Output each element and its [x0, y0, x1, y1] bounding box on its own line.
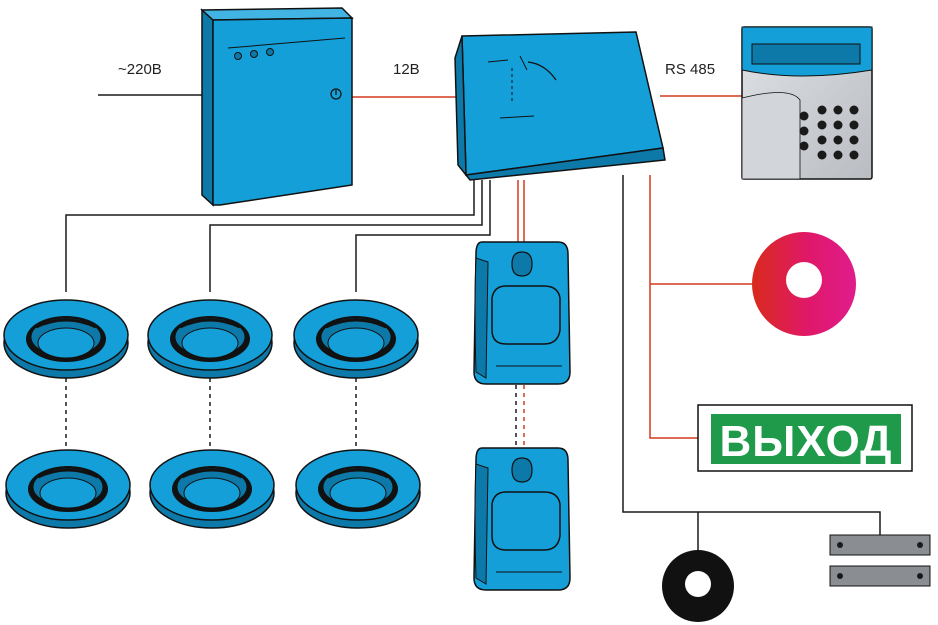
acoustic-detector-disc — [662, 550, 734, 622]
lock-icon — [330, 88, 342, 100]
wiring — [65, 94, 881, 555]
pir-motion-detector — [473, 447, 571, 591]
keypad-key — [833, 150, 843, 160]
keypad-key — [849, 150, 859, 160]
keypad-key — [833, 120, 843, 130]
smoke-loop-3-wire — [355, 180, 491, 292]
dc-voltage-label: 12В — [393, 61, 420, 78]
smoke-detector — [292, 298, 420, 380]
pir-motion-detectors — [473, 241, 571, 591]
keypad-key — [799, 126, 809, 136]
keypad-key — [817, 105, 827, 115]
smoke-loop-1-wire — [65, 180, 475, 292]
keypad-key — [817, 150, 827, 160]
smoke-detector — [2, 298, 130, 380]
control-panel-box — [454, 31, 666, 181]
keypad-terminal — [741, 26, 873, 180]
keypad-key — [849, 105, 859, 115]
keypad-key — [817, 120, 827, 130]
keypad-display — [751, 43, 861, 65]
keypad-key — [833, 135, 843, 145]
power-supply-box — [200, 7, 354, 207]
door-contact-wire — [622, 175, 881, 535]
exit-light-sign: ВЫХОД — [697, 404, 913, 472]
smoke-detector — [146, 298, 274, 380]
interface-label: RS 485 — [665, 61, 715, 78]
exit-sign-text: ВЫХОД — [719, 417, 892, 466]
keypad-keys — [799, 105, 859, 160]
keypad-key — [799, 111, 809, 121]
siren-disc — [752, 232, 856, 336]
keypad-key — [799, 141, 809, 151]
magnetic-door-contact — [829, 534, 931, 587]
keypad-key — [849, 120, 859, 130]
keypad-key — [849, 135, 859, 145]
smoke-detector — [294, 448, 422, 530]
exit-sign-wire — [649, 175, 698, 439]
keypad-key — [833, 105, 843, 115]
smoke-detector — [148, 448, 276, 530]
pir-motion-detector — [473, 241, 571, 385]
mains-voltage-label: ~220В — [118, 61, 162, 78]
smoke-detector — [4, 448, 132, 530]
keypad-key — [817, 135, 827, 145]
smoke-loop-2-wire — [209, 180, 483, 292]
